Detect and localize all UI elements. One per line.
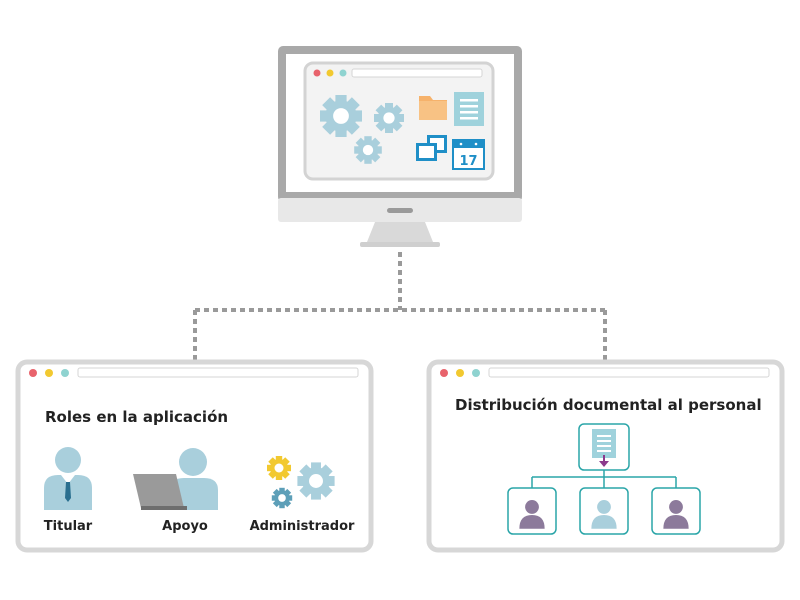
window-address-bar [77, 367, 359, 378]
role-label: Administrador [250, 519, 355, 534]
distribution-panel: Distribución documental al personal [426, 359, 785, 553]
gear-icon [320, 95, 362, 137]
windows-icon [416, 135, 447, 161]
window-dot-yellow [45, 369, 53, 377]
window-address-bar [351, 68, 483, 78]
monitor: 17 [278, 46, 522, 247]
person-icon [651, 487, 701, 535]
window-dot-red [440, 369, 448, 377]
panel-title: Distribución documental al personal [455, 396, 762, 414]
window-dot-yellow [326, 69, 334, 77]
window-dot-teal [61, 369, 69, 377]
person-icon [507, 487, 557, 535]
window-dot-yellow [456, 369, 464, 377]
document-icon [578, 423, 630, 471]
window-address-bar [488, 367, 770, 378]
user-tie-icon [44, 447, 92, 510]
monitor-stand [360, 242, 440, 247]
panel-title: Roles en la aplicación [45, 408, 228, 426]
role-label: Titular [44, 519, 93, 534]
gear-icon [354, 136, 382, 164]
gear-icon [374, 103, 404, 133]
roles-panel: Roles en la aplicación Titular Apoyo Adm… [15, 359, 374, 553]
tree-lines [531, 470, 677, 488]
person-icon [579, 487, 629, 535]
connector-lines [193, 252, 607, 360]
monitor-neck [367, 222, 433, 242]
window-dot-red [29, 369, 37, 377]
calendar-day: 17 [459, 154, 477, 169]
role-label: Apoyo [162, 519, 208, 534]
user-laptop-icon [133, 448, 218, 510]
folder-icon [419, 96, 447, 120]
monitor-button [387, 208, 413, 213]
document-icon [454, 92, 484, 126]
window-dot-teal [472, 369, 480, 377]
window-dot-red [313, 69, 321, 77]
window-dot-teal [339, 69, 347, 77]
calendar-icon: 17 [452, 139, 485, 170]
